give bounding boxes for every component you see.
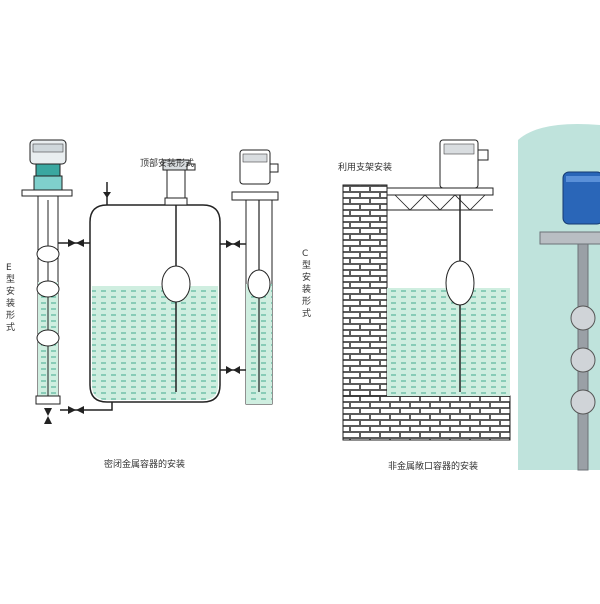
e-type-float-2 bbox=[36, 280, 60, 298]
c-upper-valve-icon bbox=[226, 240, 233, 248]
top-mount-float bbox=[161, 265, 191, 303]
open-tank-liquid bbox=[387, 288, 510, 396]
label-c-mount: C型安装形式 bbox=[302, 249, 312, 319]
label-bracket-mount: 利用支架安装 bbox=[338, 163, 393, 173]
bracket-float bbox=[445, 260, 475, 306]
photo-float-3 bbox=[570, 389, 596, 415]
upper-valve-icon bbox=[68, 239, 76, 247]
photo-float-2 bbox=[570, 347, 596, 373]
nonmetal-open-tank bbox=[342, 139, 511, 441]
e-type-flange bbox=[21, 189, 73, 197]
c-type-flange bbox=[231, 191, 279, 201]
top-mount-switch-housing bbox=[166, 167, 186, 199]
vent-valve-icon bbox=[103, 192, 111, 198]
c-lower-valve-icon bbox=[226, 366, 233, 374]
tank-liquid bbox=[92, 286, 218, 400]
e-type-terminal-box bbox=[35, 163, 61, 177]
device-photo bbox=[518, 124, 600, 471]
e-type-float-3 bbox=[36, 329, 60, 347]
e-type-assembly bbox=[21, 139, 100, 424]
sealed-metal-tank bbox=[89, 159, 221, 411]
c-type-assembly bbox=[220, 149, 279, 405]
photo-switch-housing bbox=[562, 171, 600, 225]
label-sealed-metal: 密闭金属容器的安装 bbox=[104, 460, 186, 470]
brick-wall-bottom bbox=[342, 395, 511, 441]
drain-valve-icon bbox=[44, 408, 52, 416]
lower-valve-icon bbox=[68, 406, 76, 414]
label-nonmetal-open: 非金属敞口容器的安装 bbox=[388, 462, 479, 472]
mounting-bracket bbox=[386, 187, 494, 196]
label-top-mount: 顶部安装形式 bbox=[140, 159, 195, 169]
photo-flange bbox=[539, 231, 600, 245]
e-type-float-1 bbox=[36, 245, 60, 263]
label-e-mount: E型安装形式 bbox=[6, 263, 16, 333]
c-type-float bbox=[247, 269, 271, 299]
photo-float-1 bbox=[570, 305, 596, 331]
